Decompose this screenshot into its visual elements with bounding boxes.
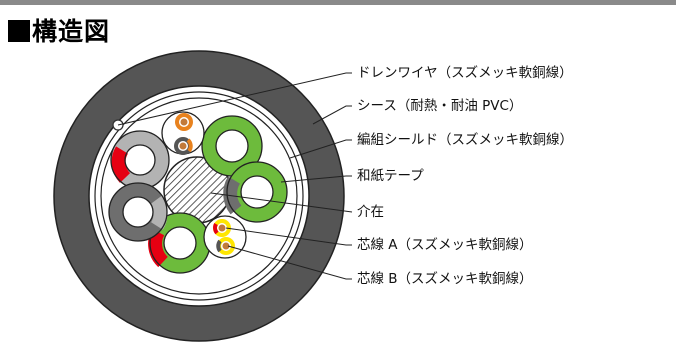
pair-bottom-wire-b-core (222, 242, 230, 250)
label-core-a: 芯線 A（スズメッキ軟銅線） (357, 237, 533, 253)
label-drain-wire: ドレンワイヤ（スズメッキ軟銅線） (357, 65, 573, 81)
section-heading: 構造図 (8, 12, 110, 48)
leader-filler (210, 192, 353, 213)
label-paper-tape: 和紙テープ (357, 168, 424, 184)
leader-core-a (225, 227, 352, 246)
pair-bottom-wire-a-stripe (213, 223, 219, 235)
leader-braid-shield (289, 139, 352, 159)
braid-inner-ring (94, 91, 304, 301)
core-green-bottom-inner (163, 226, 197, 260)
pair-bottom-wire-b-stripe (216, 239, 222, 253)
label-braid-shield: 編組シールド（スズメッキ軟銅線） (357, 132, 573, 148)
paper-tape-ring (100, 97, 298, 295)
leader-core-b (227, 245, 352, 280)
pair-top-wire-b-stripe (186, 138, 193, 153)
pair-top-wire-a-core (180, 118, 188, 126)
core-gray-upper-red-stripe (111, 146, 131, 183)
core-green-top-inner (215, 129, 249, 163)
core-green-right-dark-stripe (223, 176, 242, 215)
label-filler: 介在 (357, 204, 384, 220)
heading-text: 構造図 (32, 17, 111, 46)
core-gray-lower-inner (122, 196, 154, 228)
pair-top-wire-b-core (179, 142, 187, 150)
core-green-right-inner (240, 175, 274, 209)
heading-square-icon (8, 20, 30, 42)
core-green-bottom-red-stripe (148, 228, 169, 268)
label-core-b: 芯線 B（スズメッキ軟銅線） (357, 271, 533, 287)
leader-paper-tape (280, 175, 352, 183)
core-green-right-outline (226, 161, 288, 223)
top-rule (0, 0, 676, 5)
leader-sheath (312, 105, 352, 125)
core-gray-lower-light-stripe (150, 195, 168, 230)
core-gray-upper-inner (124, 144, 156, 176)
core-gray-lower-outline (108, 182, 168, 242)
label-sheath: シース（耐熱・耐油 PVC） (357, 98, 523, 114)
leader-drain-wire (117, 72, 352, 126)
pair-bottom-wire-a-core (218, 224, 226, 232)
